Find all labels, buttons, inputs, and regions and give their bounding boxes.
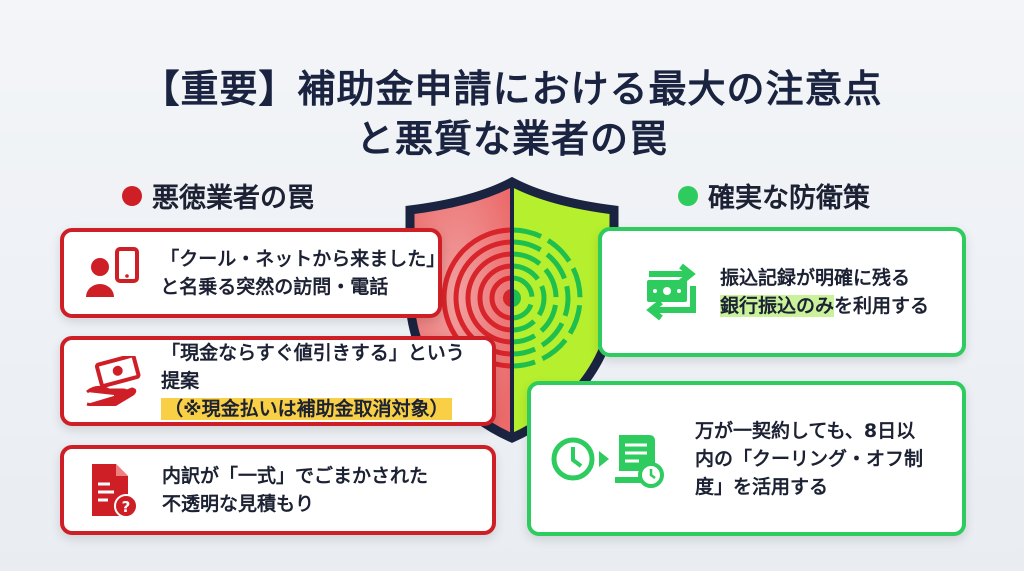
card-text-line3: 度」を活用する	[695, 475, 829, 498]
green-dot-icon	[678, 185, 698, 206]
right-heading: 確実な防衛策	[678, 176, 870, 215]
page-title-line1: 【重要】補助金申請における最大の注意点	[141, 67, 883, 111]
warning-card-vague-estimate: ? 内訳が「一式」でごまかされた 不透明な見積もり	[60, 445, 496, 535]
defense-card-bank-transfer: 振込記録が明確に残る 銀行振込のみを利用する	[598, 227, 966, 357]
person-phone-icon	[78, 247, 146, 299]
bank-transfer-highlight: 銀行振込のみ	[720, 295, 835, 317]
clock-contract-icon	[551, 427, 681, 491]
card-text-line1: 「クール・ネットから来ました」	[160, 248, 446, 270]
card-text-line1: 振込記録が明確に残る	[720, 267, 911, 289]
card-text-line1: 万が一契約しても、8日以	[695, 419, 916, 442]
warning-card-fake-visit: 「クール・ネットから来ました」 と名乗る突然の訪問・電話	[60, 228, 446, 318]
right-heading-text: 確実な防衛策	[708, 183, 870, 214]
card-text-line2: 提案	[161, 370, 200, 392]
cash-warning-highlight: （※現金払いは補助金取消対象）	[161, 398, 452, 420]
bank-transfer-icon	[636, 260, 706, 324]
shield-icon	[405, 176, 619, 443]
left-heading-text: 悪徳業者の罠	[152, 183, 314, 214]
document-question-icon: ?	[78, 462, 148, 518]
card-text-line1: 内訳が「一式」でごまかされた	[162, 465, 429, 487]
card-text-line2: 不透明な見積もり	[162, 493, 315, 515]
defense-card-cooling-off: 万が一契約しても、8日以 内の「クーリング・オフ制 度」を活用する	[527, 381, 966, 536]
card-text-line1: 「現金ならすぐ値引きする」という	[161, 342, 465, 364]
page-title-line2: と悪質な業者の罠	[355, 117, 668, 161]
red-dot-icon	[122, 185, 142, 206]
left-heading: 悪徳業者の罠	[122, 176, 314, 215]
card-text-line2: と名乗る突然の訪問・電話	[160, 276, 389, 298]
warning-card-cash-discount: 「現金ならすぐ値引きする」という 提案 （※現金払いは補助金取消対象）	[60, 336, 496, 426]
svg-text:?: ?	[122, 498, 131, 516]
cash-hand-icon	[78, 356, 147, 406]
card-text-line2: を利用する	[834, 295, 930, 317]
card-text-line2: 内の「クーリング・オフ制	[695, 447, 924, 470]
